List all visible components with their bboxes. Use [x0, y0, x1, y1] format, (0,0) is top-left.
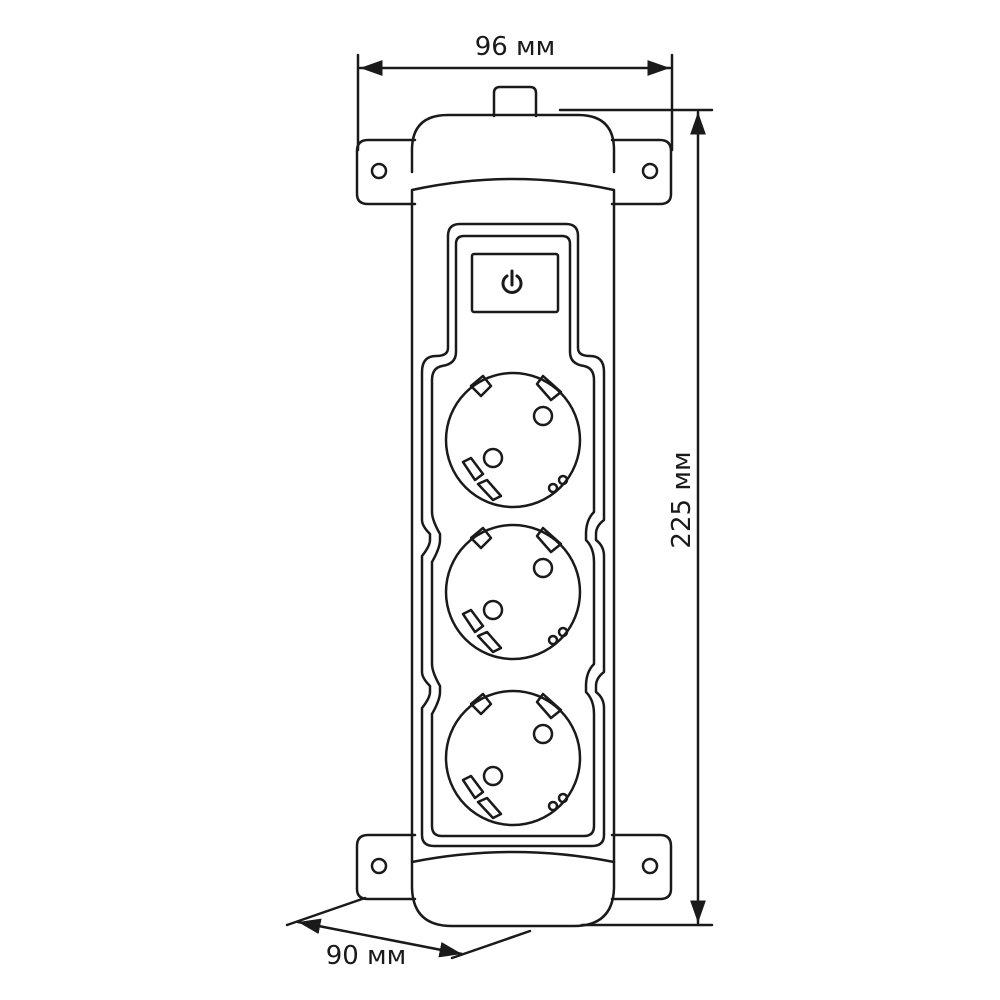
face-panel-outline — [420, 222, 606, 848]
socket-1[interactable] — [444, 371, 582, 509]
power-icon — [501, 269, 523, 294]
cable-stub — [492, 85, 538, 118]
mount-hole-icon — [641, 162, 659, 180]
depth-label: 90 мм — [326, 941, 407, 971]
socket-2[interactable] — [444, 523, 582, 661]
width-dimension — [356, 53, 674, 152]
strip-body — [410, 113, 616, 928]
pin-hole — [532, 723, 554, 745]
mount-hole-icon — [641, 857, 659, 875]
mount-hole-icon — [370, 857, 388, 875]
pin-hole — [532, 405, 554, 427]
height-label: 225 мм — [667, 451, 697, 548]
pin-hole — [482, 447, 504, 469]
mount-ear-top — [355, 138, 673, 206]
face-panel-inner — [430, 234, 596, 838]
mount-hole-icon — [370, 162, 388, 180]
power-switch[interactable] — [470, 252, 560, 314]
pin-hole — [482, 765, 504, 787]
mount-ear-bottom — [355, 833, 673, 901]
pin-hole — [532, 557, 554, 579]
depth-dimension — [285, 896, 532, 960]
height-dimension — [558, 108, 714, 927]
pin-hole — [482, 599, 504, 621]
width-label: 96 мм — [475, 32, 556, 62]
socket-3[interactable] — [444, 689, 582, 827]
